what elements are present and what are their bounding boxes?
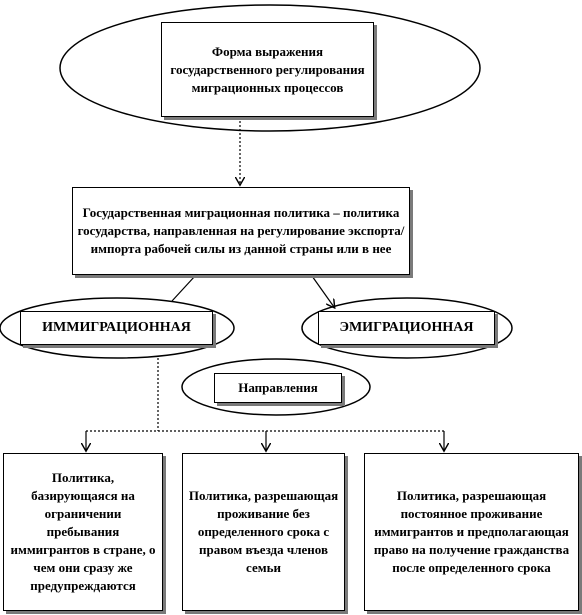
top-node-box: Форма выражения государственного регулир… <box>161 22 374 117</box>
emigration-node-box: ЭМИГРАЦИОННАЯ <box>318 311 495 345</box>
policy-2-text: Политика, разрешающая проживание без опр… <box>188 488 339 575</box>
emigration-node-text: ЭМИГРАЦИОННАЯ <box>339 320 474 335</box>
policy-3-text: Политика, разрешающая постоянное прожива… <box>373 488 570 575</box>
policy-2-box: Политика, разрешающая проживание без опр… <box>182 453 345 611</box>
policy-to-immigration-connector <box>171 275 196 302</box>
immigration-node-text: ИММИГРАЦИОННАЯ <box>42 320 191 335</box>
policy-3-box: Политика, разрешающая постоянное прожива… <box>364 453 579 611</box>
policy-node-box: Государственная миграционная политика – … <box>72 187 410 275</box>
top-node-text: Форма выражения государственного регулир… <box>170 43 365 95</box>
policy-node-text: Государственная миграционная политика – … <box>77 205 405 256</box>
directions-node-text: Направления <box>238 380 318 395</box>
immigration-node-box: ИММИГРАЦИОННАЯ <box>20 311 213 345</box>
policy-1-text: Политика, базирующаяся на ограничении пр… <box>10 470 156 593</box>
policy-to-emigration-connector <box>311 275 334 307</box>
directions-node-box: Направления <box>214 373 342 403</box>
policy-1-box: Политика, базирующаяся на ограничении пр… <box>3 453 163 611</box>
